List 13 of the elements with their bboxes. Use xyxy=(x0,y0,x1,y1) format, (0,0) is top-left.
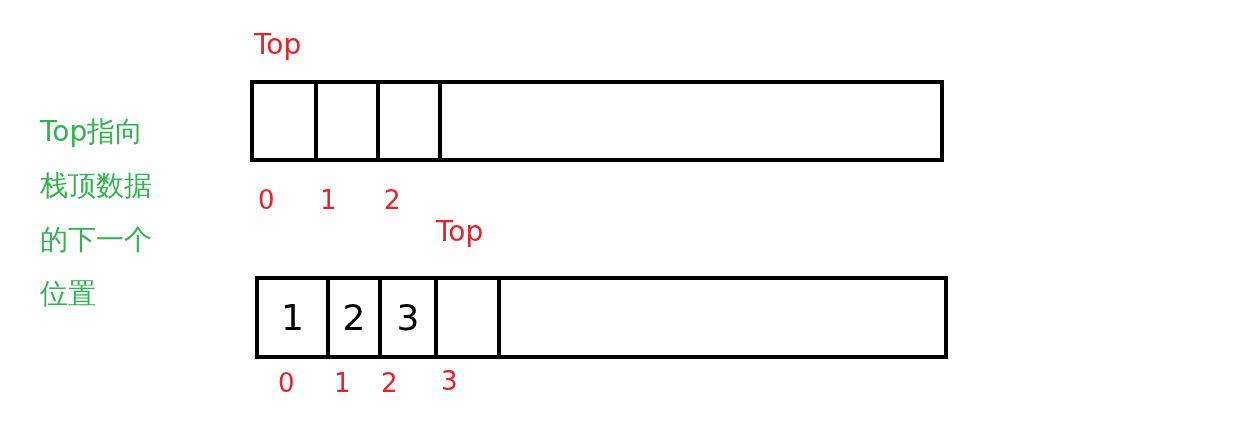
index-label: 0 xyxy=(278,368,295,398)
cell-value: 2 xyxy=(342,297,366,338)
pointer-label: Top xyxy=(254,28,302,61)
index-label: 2 xyxy=(381,368,398,398)
index-label: 1 xyxy=(334,368,351,398)
pointer-label: Top xyxy=(436,215,484,248)
cell-value: 1 xyxy=(281,297,304,338)
index-label: 2 xyxy=(384,185,401,215)
explanation-text: Top指向栈顶数据的下一个位置 xyxy=(40,114,153,312)
index-label: 3 xyxy=(441,366,458,396)
index-label: 0 xyxy=(258,185,275,215)
cell-value: 3 xyxy=(396,297,420,338)
index-label: 1 xyxy=(320,185,337,215)
